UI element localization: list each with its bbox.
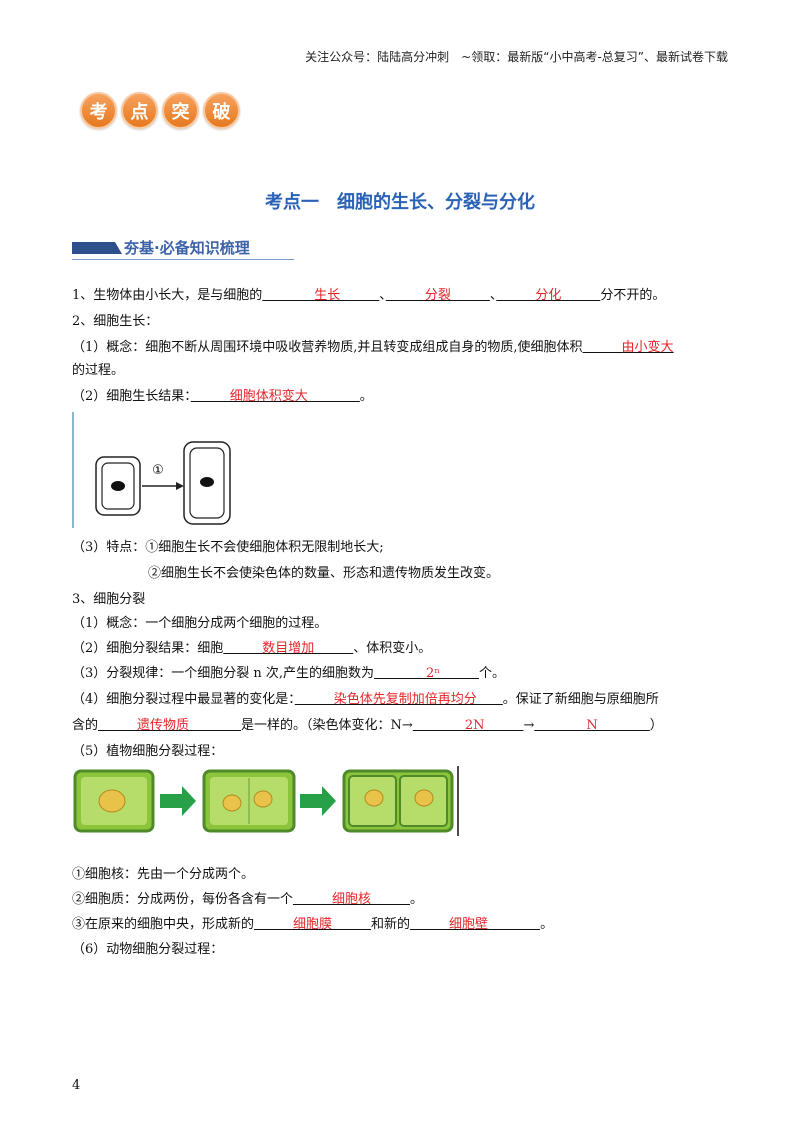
line-7: ②细胞生长不会使染色体的数量、形态和遗传物质发生改变。	[148, 566, 500, 581]
answer-blank: 2ⁿ	[374, 666, 479, 681]
answer-blank: 细胞核	[293, 892, 411, 907]
badge-char: 突	[162, 92, 199, 129]
answer-blank: N	[534, 718, 650, 733]
line-6: （3）特点：①细胞生长不会使细胞体积无限制地长大;	[72, 540, 384, 555]
line-8: 3、细胞分裂	[72, 592, 146, 607]
line-14: （5）植物细胞分裂过程：	[72, 744, 224, 759]
answer-blank: 分裂	[385, 288, 490, 303]
line-5: （2）细胞生长结果： 细胞体积变大 。	[72, 389, 373, 404]
line-16: ②细胞质：分成两份，每份各含有一个 细胞核 。	[72, 892, 424, 907]
plant-cell-division-figure	[73, 766, 459, 836]
section-underline	[72, 259, 294, 260]
answer-blank: 分化	[496, 288, 601, 303]
page-number: 4	[72, 1078, 81, 1093]
answer-blank: 生长	[262, 288, 380, 303]
line-2: 2、细胞生长：	[72, 314, 159, 329]
line-3: （1）概念：细胞不断从周围环境中吸收营养物质,并且转变成组成自身的物质,使细胞体…	[72, 340, 674, 355]
answer-blank: 2N	[412, 718, 524, 733]
badge-char: 考	[80, 92, 117, 129]
line-13: 含的 遗传物质 是一样的。（染色体变化：N→ 2N → N ）	[72, 718, 663, 733]
line-10: （2）细胞分裂结果：细胞 数目增加 、体积变小。	[72, 641, 432, 656]
section-badge: 考 点 突 破	[80, 92, 240, 129]
cell-growth-figure: ①	[72, 412, 231, 528]
answer-blank: 细胞体积变大	[190, 389, 360, 404]
answer-blank: 细胞壁	[410, 917, 541, 932]
answer-blank: 数目增加	[223, 641, 354, 656]
answer-blank: 细胞膜	[254, 917, 372, 932]
section-bar	[72, 242, 122, 254]
step-label: ①	[152, 463, 164, 478]
line-9: （1）概念：一个细胞分成两个细胞的过程。	[72, 616, 328, 631]
answer-blank: 由小变大	[582, 340, 674, 355]
line-18: （6）动物细胞分裂过程：	[72, 942, 224, 957]
page-title: 考点一 细胞的生长、分裂与分化	[265, 192, 535, 213]
line-12: （4）细胞分裂过程中最显著的变化是： 染色体先复制加倍再均分 。保证了新细胞与原…	[72, 692, 659, 707]
line-1: 1、生物体由小长大，是与细胞的 生长 、 分裂 、 分化 分不开的。	[72, 288, 666, 303]
line-4: 的过程。	[72, 363, 125, 378]
header-note: 关注公众号：陆陆高分冲刺 ~领取：最新版“小中高考-总复习”、最新试卷下载	[305, 50, 728, 64]
line-11: （3）分裂规律：一个细胞分裂 n 次,产生的细胞数为 2ⁿ 个。	[72, 666, 505, 681]
section-heading: 夯基·必备知识梳理	[72, 236, 294, 260]
section-heading-text: 夯基·必备知识梳理	[124, 239, 250, 257]
badge-char: 点	[121, 92, 158, 129]
answer-blank: 染色体先复制加倍再均分	[294, 692, 503, 707]
answer-blank: 遗传物质	[98, 718, 242, 733]
line-17: ③在原来的细胞中央，形成新的 细胞膜 和新的 细胞壁 。	[72, 917, 554, 932]
line-15: ①细胞核：先由一个分成两个。	[72, 867, 255, 882]
badge-char: 破	[203, 92, 240, 129]
